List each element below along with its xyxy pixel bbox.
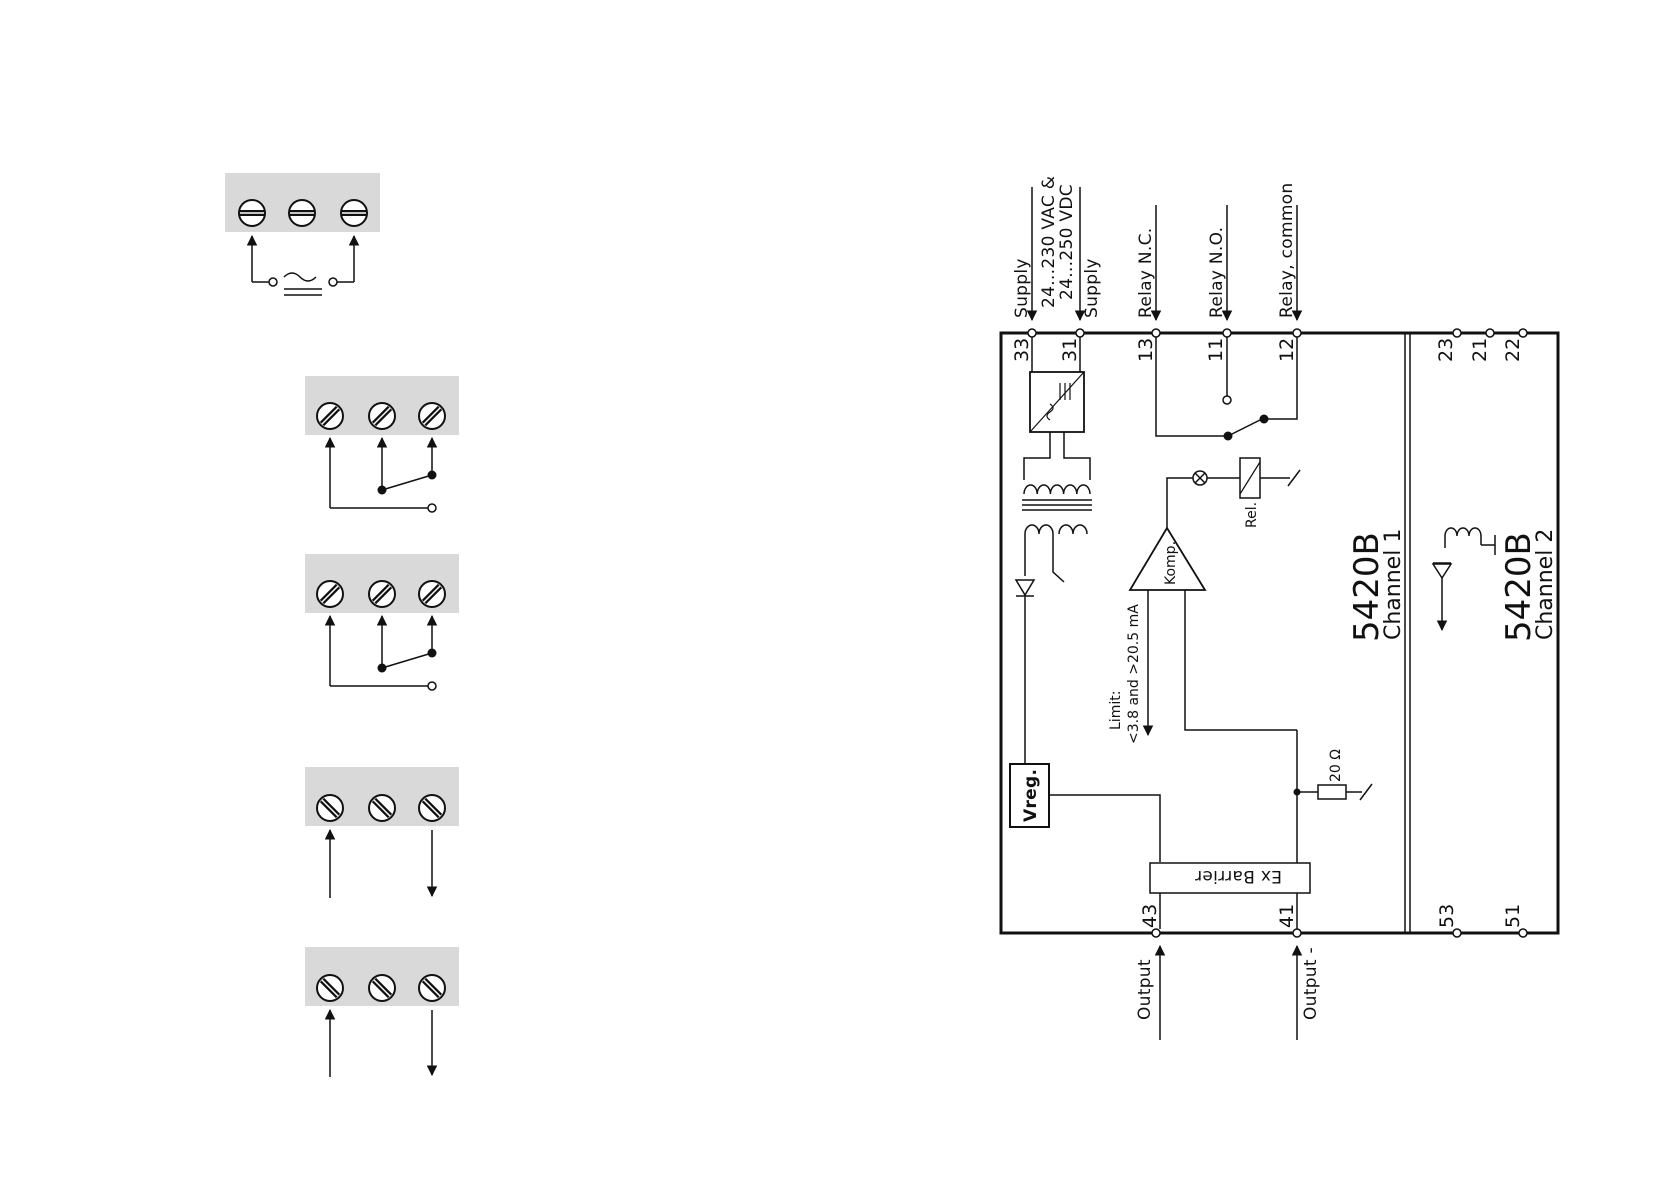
- terminal-block-output-1: [305, 767, 459, 898]
- screw-icon: [341, 200, 367, 226]
- transformer-icon: [1022, 485, 1092, 534]
- terminal-22-label: 22: [1502, 338, 1524, 362]
- terminal-23: [1453, 329, 1461, 337]
- terminal-31-label: 31: [1059, 338, 1081, 362]
- komp-label: Komp.: [1163, 541, 1179, 585]
- terminal-41-label: 41: [1276, 904, 1298, 928]
- screw-icon: [317, 975, 343, 1001]
- supply-a-label: Supply: [1012, 258, 1032, 318]
- channel2-name: Channel 2: [1533, 529, 1558, 640]
- terminal-13: [1152, 329, 1160, 337]
- terminal-51-label: 51: [1502, 904, 1524, 928]
- channel2-transformer-icon: [1445, 528, 1495, 555]
- supply-range-ac-label: 24...230 VAC &: [1039, 176, 1059, 308]
- ac-dc-source-icon: [284, 273, 322, 295]
- terminal-33-label: 33: [1011, 338, 1033, 362]
- terminal-11: [1223, 329, 1231, 337]
- terminal-11-label: 11: [1205, 338, 1227, 362]
- screw-icon: [419, 975, 445, 1001]
- vreg-label: Vreg.: [1021, 769, 1041, 822]
- limit-value: <3.8 and >20.5 mA: [1126, 604, 1142, 744]
- terminal-51: [1519, 929, 1527, 937]
- relay-nc-label: Relay N.C.: [1136, 227, 1156, 318]
- terminal-33: [1028, 329, 1036, 337]
- screw-icon: [317, 581, 343, 607]
- terminal-31: [1076, 329, 1084, 337]
- ex-barrier-label: Ex Barrier: [1195, 866, 1282, 886]
- terminal-block-supply: [225, 173, 380, 295]
- terminal-21: [1486, 329, 1494, 337]
- terminal-block-relay-2: [305, 554, 459, 690]
- resistor-icon: [1318, 785, 1346, 799]
- screw-icon: [369, 403, 395, 429]
- channel2-diode-icon: [1433, 563, 1451, 578]
- terminal-block-output-2: [305, 947, 459, 1077]
- screw-icon: [289, 200, 315, 226]
- terminal-22: [1519, 329, 1527, 337]
- screw-icon: [369, 581, 395, 607]
- screw-icon: [239, 200, 265, 226]
- terminal-43-label: 43: [1139, 904, 1161, 928]
- screw-icon: [419, 581, 445, 607]
- rel-label: Rel.: [1244, 502, 1260, 528]
- terminal-41: [1293, 929, 1301, 937]
- terminal-13-label: 13: [1135, 338, 1157, 362]
- terminal-43: [1152, 929, 1160, 937]
- screw-icon: [317, 795, 343, 821]
- supply-b-label: Supply: [1082, 258, 1102, 318]
- terminal-53: [1453, 929, 1461, 937]
- relay-common-label: Relay, common: [1277, 183, 1297, 318]
- output-minus-label: Output -: [1301, 947, 1321, 1020]
- relay-no-label: Relay N.O.: [1207, 227, 1227, 318]
- screw-icon: [317, 403, 343, 429]
- terminal-block-relay-1: [305, 376, 459, 512]
- terminal-12: [1293, 329, 1301, 337]
- screw-icon: [369, 795, 395, 821]
- limit-title: Limit:: [1108, 691, 1124, 730]
- terminal-21-label: 21: [1469, 338, 1491, 362]
- indicator-lamp-icon: [1193, 471, 1207, 485]
- diode-icon: [1016, 580, 1034, 596]
- supply-range-dc-label: 24...250 VDC: [1057, 184, 1077, 300]
- terminal-12-label: 12: [1276, 338, 1298, 362]
- screw-icon: [419, 795, 445, 821]
- screw-icon: [419, 403, 445, 429]
- screw-icon: [369, 975, 395, 1001]
- output-plus-label: Output: [1135, 959, 1155, 1020]
- resistor-label: 20 Ω: [1328, 749, 1344, 782]
- terminal-53-label: 53: [1436, 904, 1458, 928]
- channel1-name: Channel 1: [1381, 529, 1406, 640]
- terminal-23-label: 23: [1435, 338, 1457, 362]
- schematic-5420b: Vreg. Ex Barrier 20 Ω Komp. Limit: <3.8 …: [1001, 176, 1558, 1040]
